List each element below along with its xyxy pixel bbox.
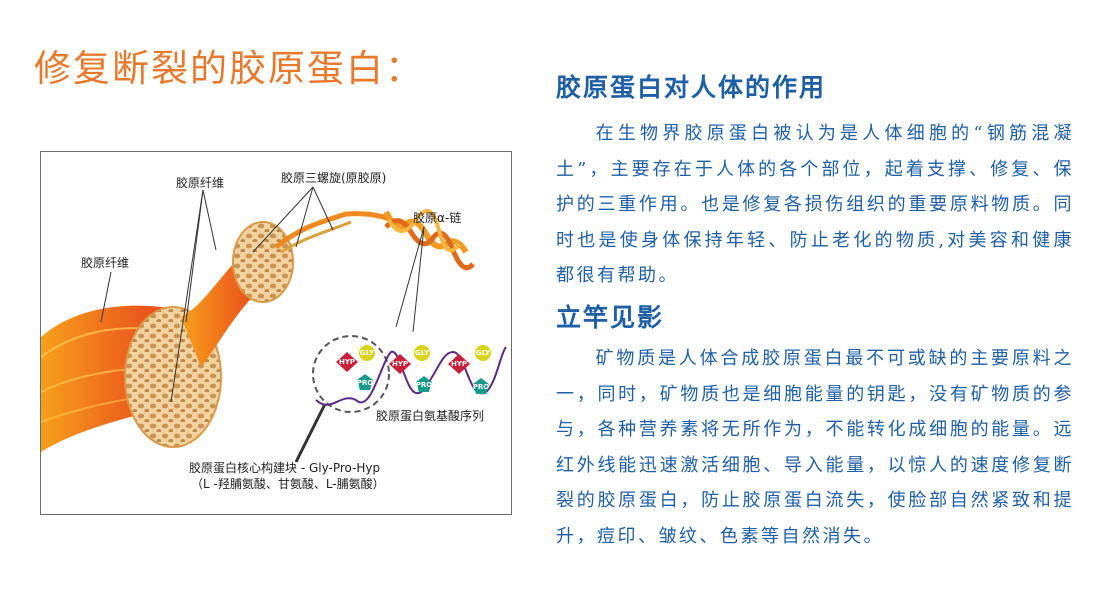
- pro-tag: PRO: [357, 374, 374, 390]
- svg-text:HYP: HYP: [392, 360, 408, 368]
- section-title-collagen-effect: 胶原蛋白对人体的作用: [556, 73, 827, 102]
- svg-text:PRO: PRO: [416, 381, 433, 389]
- core-block-pointer-line: [294, 403, 327, 463]
- pro-tag: PRO: [416, 376, 433, 392]
- label-fiber-top: 胶原纤维: [176, 175, 224, 190]
- svg-text:PRO: PRO: [357, 379, 374, 387]
- gly-tag: GLY: [475, 345, 491, 361]
- svg-text:HYP: HYP: [451, 360, 467, 368]
- svg-text:PRO: PRO: [473, 383, 490, 391]
- pro-tag: PRO: [473, 378, 490, 394]
- section-body-immediate-effect: 矿物质是人体合成胶原蛋白最不可或缺的主要原料之一，同时，矿物质也是细胞能量的钥匙…: [556, 348, 1074, 547]
- section-title-immediate-effect: 立竿见影: [556, 303, 665, 332]
- label-amino-sequence: 胶原蛋白氨基酸序列: [376, 408, 484, 423]
- label-triple-helix: 胶原三螺旋(原胶原): [281, 170, 386, 185]
- svg-text:HYP: HYP: [339, 358, 355, 366]
- gly-tag: GLY: [414, 345, 430, 361]
- label-core-block-detail: （L -羟脯氨酸、甘氨酸、L-脯氨酸）: [191, 476, 385, 491]
- section-body-collagen-effect: 在生物界胶原蛋白被认为是人体细胞的“钢筋混凝土”，主要存在于人体的各个部位，起着…: [556, 123, 1074, 286]
- triple-helix-strand: [384, 218, 475, 271]
- collagen-structure-diagram: HYP GLY PRO HYP GLY PRO HYP GLY PRO 胶原纤维…: [40, 151, 512, 515]
- page-title: 修复断裂的胶原蛋白：: [34, 47, 424, 90]
- svg-text:GLY: GLY: [415, 349, 430, 357]
- core-block-highlight-circle: [312, 335, 390, 413]
- hyp-tag: HYP: [336, 352, 358, 372]
- label-alpha-chain: 胶原α-链: [413, 210, 461, 225]
- gly-tag: GLY: [359, 345, 375, 361]
- triple-helix-strand: [387, 209, 461, 253]
- label-core-block: 胶原蛋白核心构建块 - Gly-Pro-Hyp: [189, 460, 380, 475]
- collagen-diagram-svg: HYP GLY PRO HYP GLY PRO HYP GLY PRO 胶原纤维…: [41, 170, 507, 491]
- label-fiber-left: 胶原纤维: [81, 255, 129, 270]
- svg-text:GLY: GLY: [360, 349, 375, 357]
- svg-text:GLY: GLY: [476, 349, 491, 357]
- hyp-tag: HYP: [448, 354, 470, 374]
- fiber-cross-section-medium: [232, 221, 294, 303]
- hyp-tag: HYP: [389, 354, 411, 374]
